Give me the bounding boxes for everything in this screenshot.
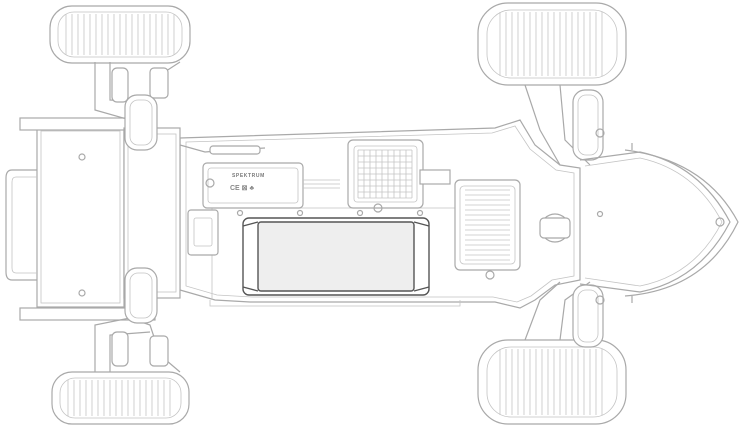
receiver-marks: CE ⊠ ♣ — [230, 185, 254, 192]
front-suspension — [94, 61, 181, 373]
rear-left-wheel — [477, 2, 627, 86]
rear-right-wheel — [477, 339, 627, 425]
front-bumper — [579, 143, 739, 303]
front-left-wheel — [49, 5, 191, 64]
receiver: SPEKTRUM CE ⊠ ♣ — [202, 162, 340, 209]
battery-pack — [211, 207, 461, 300]
motor — [454, 179, 571, 280]
receiver-brand-label: SPEKTRUM — [232, 173, 265, 179]
chassis-plate — [179, 119, 581, 309]
steering-servo — [179, 144, 266, 256]
esc — [347, 139, 451, 213]
front-right-wheel — [51, 371, 190, 425]
rear-suspension — [524, 84, 605, 348]
